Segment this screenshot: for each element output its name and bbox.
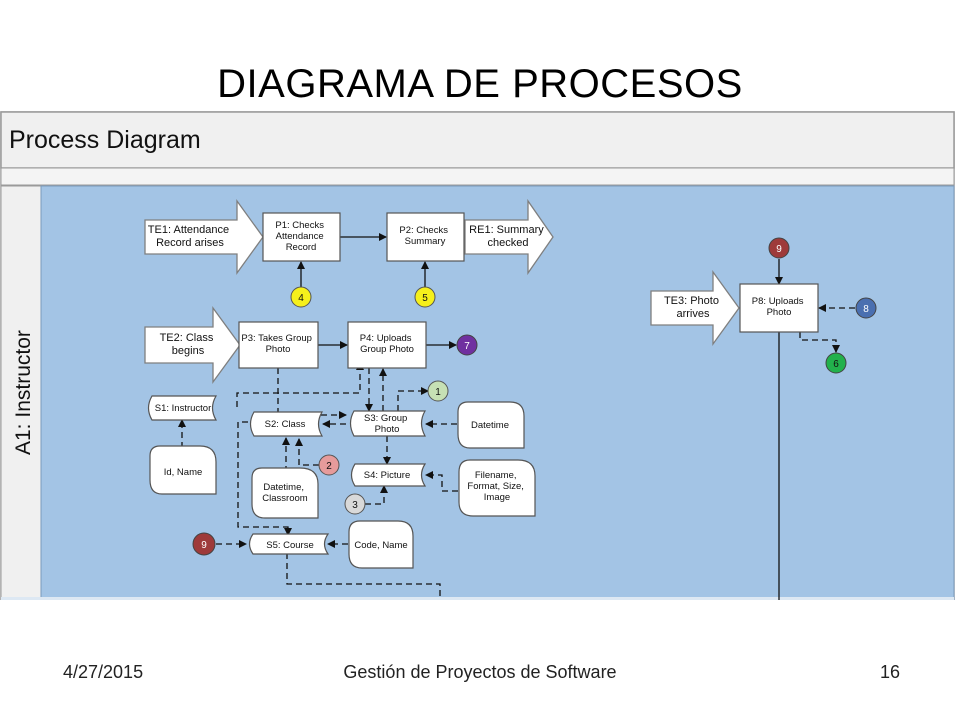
arrow-te1: TE1: Attendance Record arises — [144, 198, 264, 276]
marker-2-label: 2 — [326, 461, 332, 472]
svg-text:TE3: Photo arrives: TE3: Photo arrives — [664, 295, 722, 320]
slide-title: DIAGRAMA DE PROCESOS — [217, 62, 743, 106]
store-s3-line2: Photo — [375, 424, 400, 435]
marker-8-label: 8 — [863, 304, 869, 315]
marker-7: 7 — [456, 334, 478, 356]
process-diagram: Process Diagram A1: Instructor — [0, 111, 955, 600]
process-p8-line1: P8: Uploads — [752, 296, 804, 307]
marker-7-label: 7 — [464, 341, 470, 352]
marker-6-label: 6 — [833, 359, 839, 370]
marker-5-label: 5 — [422, 293, 428, 304]
attr-filename-line1: Filename, — [475, 470, 517, 481]
store-s5-label: S5: Course — [266, 540, 314, 551]
arrow-te3-line1: TE3: Photo — [664, 295, 719, 307]
attr-datetime-classroom: Datetime, Classroom — [251, 467, 319, 519]
process-p3-line2: Photo — [266, 344, 291, 355]
process-p4-line2: Group Photo — [360, 344, 414, 355]
svg-text:P1: Checks Attendance: P1: Checks Attendance Record — [275, 220, 326, 253]
svg-text:TE1: Attendance Record a: TE1: Attendance Record arises — [148, 224, 232, 249]
marker-8: 8 — [855, 297, 877, 319]
store-s5: S5: Course — [248, 533, 330, 555]
store-s1: S1: Instructor — [147, 395, 218, 421]
marker-3: 3 — [344, 493, 366, 515]
marker-9-course-label: 9 — [201, 540, 207, 551]
process-p1-line1: P1: Checks — [275, 220, 324, 231]
arrow-te1-line1: TE1: Attendance — [148, 224, 229, 236]
attr-datetime-classroom-line1: Datetime, — [263, 482, 304, 493]
arrow-te3: TE3: Photo arrives — [650, 269, 740, 347]
process-p2: P2: Checks Summary — [386, 212, 465, 262]
svg-text:Filename, Format, Size,: Filename, Format, Size, Image — [467, 470, 526, 503]
process-p4: P4: Uploads Group Photo — [347, 321, 427, 369]
svg-text:RE1: Summary checked: RE1: Summary checked — [469, 224, 547, 249]
svg-text:P3: Takes Group Photo: P3: Takes Group Photo — [241, 333, 314, 355]
marker-9-course: 9 — [192, 532, 216, 556]
arrow-te1-line2: Record arises — [156, 237, 224, 249]
arrow-re1: RE1: Summary checked — [464, 198, 554, 276]
attr-filename-line3: Image — [484, 492, 510, 503]
process-p2-line1: P2: Checks — [399, 225, 448, 236]
process-p3-line1: P3: Takes Group — [241, 333, 312, 344]
marker-6: 6 — [825, 352, 847, 374]
footer-course: Gestión de Proyectos de Software — [343, 662, 617, 682]
process-p1-line3: Record — [286, 242, 317, 253]
process-p2-line2: Summary — [405, 236, 446, 247]
attr-code-name-label: Code, Name — [354, 540, 407, 551]
store-s3-line1: S3: Group — [364, 413, 407, 424]
attr-datetime: Datetime — [457, 401, 525, 449]
lane-divider — [1, 597, 954, 600]
svg-text:P2: Checks Summary: P2: Checks Summary — [399, 225, 450, 247]
marker-9-photo-label: 9 — [776, 244, 782, 255]
process-p8-line2: Photo — [767, 307, 792, 318]
svg-text:P4: Uploads Group Photo: P4: Uploads Group Photo — [360, 333, 414, 355]
store-s4: S4: Picture — [350, 463, 427, 487]
process-p8: P8: Uploads Photo — [739, 283, 819, 333]
marker-4-label: 4 — [298, 293, 304, 304]
arrow-te2-line1: TE2: Class — [160, 332, 214, 344]
process-p3: P3: Takes Group Photo — [238, 321, 319, 369]
store-s4-label: S4: Picture — [364, 470, 410, 481]
store-s3: S3: Group Photo — [349, 410, 427, 437]
footer-page-number: 16 — [879, 662, 900, 682]
lane-label: A1: Instructor — [12, 330, 35, 455]
diagram-header-text: Process Diagram — [9, 126, 201, 154]
header-spacer — [0, 167, 955, 186]
arrow-te2-line2: begins — [172, 345, 205, 357]
marker-9-photo: 9 — [768, 237, 790, 259]
footer-date: 4/27/2015 — [63, 662, 144, 682]
arrow-te3-line2: arrives — [676, 308, 710, 320]
swimlane — [40, 185, 955, 600]
svg-text:P8: Uploads Photo: P8: Uploads Photo — [752, 296, 806, 318]
process-p1: P1: Checks Attendance Record — [262, 212, 341, 262]
attr-filename-line2: Format, Size, — [467, 481, 524, 492]
svg-text:TE2: Class begins: TE2: Class begins — [160, 332, 217, 357]
attr-id-name-label: Id, Name — [164, 467, 203, 478]
marker-4: 4 — [290, 286, 312, 308]
svg-text:Datetime, Classroom: Datetime, Classroom — [262, 482, 307, 504]
marker-1-label: 1 — [435, 387, 441, 398]
store-s2: S2: Class — [249, 411, 324, 437]
marker-2: 2 — [318, 454, 340, 476]
store-s2-label: S2: Class — [265, 419, 306, 430]
attr-code-name: Code, Name — [348, 520, 414, 569]
marker-5: 5 — [414, 286, 436, 308]
marker-3-label: 3 — [352, 500, 358, 511]
process-p1-line2: Attendance — [276, 231, 324, 242]
attr-id-name: Id, Name — [149, 445, 217, 495]
svg-text:S3: Group Photo: S3: Group Photo — [364, 413, 410, 435]
attr-filename: Filename, Format, Size, Image — [458, 459, 536, 517]
arrow-re1-line2: checked — [488, 237, 529, 249]
arrow-re1-line1: RE1: Summary — [469, 224, 544, 236]
arrow-te2: TE2: Class begins — [144, 306, 241, 384]
diagram-header — [0, 111, 955, 169]
attr-datetime-classroom-line2: Classroom — [262, 493, 307, 504]
marker-1: 1 — [427, 380, 449, 402]
lane-label-box — [0, 185, 42, 600]
store-s1-label: S1: Instructor — [155, 403, 212, 414]
attr-datetime-label: Datetime — [471, 420, 509, 431]
process-p4-line1: P4: Uploads — [360, 333, 412, 344]
